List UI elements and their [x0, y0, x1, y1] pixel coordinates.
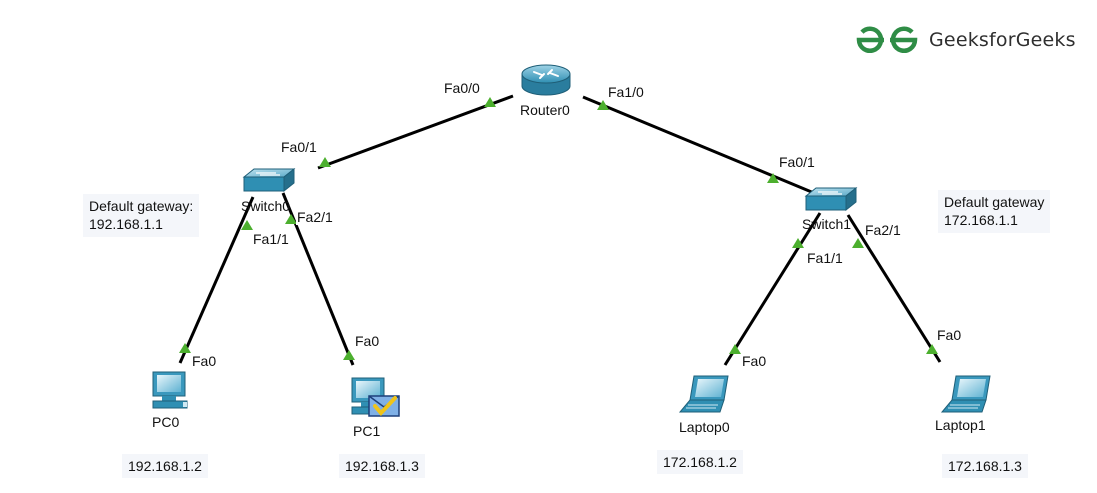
switch1-port-fa1-1-label: Fa1/1: [806, 250, 844, 266]
switch0-gateway-ip: 192.168.1.1: [89, 216, 163, 232]
switch1-gateway-note: Default gateway 172.168.1.1: [938, 190, 1051, 233]
switch1-gateway-label: Default gateway: [944, 194, 1045, 210]
link-switch0-pc0[interactable]: [178, 196, 255, 364]
router-port-fa1-0-label: Fa1/0: [608, 84, 644, 100]
port-up-indicator: [597, 100, 609, 110]
laptop1-ip-address: 172.168.1.3: [942, 454, 1028, 478]
laptop-icon[interactable]: [678, 375, 729, 413]
router-name-label: Router0: [520, 102, 570, 118]
pc0-name-label: PC0: [152, 414, 180, 430]
pc0-port-label: Fa0: [192, 353, 217, 369]
envelope-check-icon: [368, 395, 400, 417]
link-switch1-laptop0[interactable]: [723, 212, 822, 366]
switch0-gateway-label: Default gateway:: [89, 198, 194, 214]
switch-icon[interactable]: [242, 167, 296, 193]
port-up-indicator: [343, 350, 355, 360]
port-up-indicator: [179, 343, 191, 353]
laptop0-ip-address: 172.168.1.2: [657, 450, 743, 474]
port-up-indicator: [767, 173, 779, 183]
laptop0-port-label: Fa0: [742, 353, 767, 369]
link-router-switch0[interactable]: [317, 94, 514, 170]
port-up-indicator: [484, 97, 496, 107]
port-up-indicator: [852, 238, 864, 248]
pc1-port-label: Fa0: [355, 333, 380, 349]
pc0-ip-address: 192.168.1.2: [122, 454, 208, 478]
port-up-indicator: [926, 344, 938, 354]
laptop0-name-label: Laptop0: [679, 419, 730, 435]
laptop1-port-label: Fa0: [937, 327, 962, 343]
port-indicators: [179, 97, 938, 360]
port-up-indicator: [792, 238, 804, 248]
switch0-name-label: Switch0: [241, 198, 291, 214]
port-up-indicator: [241, 220, 253, 230]
router-icon[interactable]: [521, 64, 571, 96]
port-up-indicator: [285, 214, 297, 224]
switch1-name-label: Switch1: [802, 216, 852, 232]
desktop-pc-icon[interactable]: [152, 371, 188, 409]
brand-name: GeeksforGeeks: [929, 29, 1076, 51]
switch1-uplink-port-label: Fa0/1: [779, 154, 815, 170]
pc1-name-label: PC1: [353, 423, 381, 439]
gfg-logo-icon: [856, 26, 918, 53]
port-up-indicator: [729, 344, 741, 354]
geeksforgeeks-logo: GeeksforGeeks: [855, 22, 1076, 58]
link-router-switch1[interactable]: [582, 95, 815, 195]
switch-icon[interactable]: [804, 186, 858, 212]
link-switch1-laptop1[interactable]: [846, 214, 942, 363]
laptop1-name-label: Laptop1: [935, 417, 986, 433]
router-port-fa0-0-label: Fa0/0: [444, 80, 480, 96]
pc1-ip-address: 192.168.1.3: [339, 454, 425, 478]
switch0-port-fa1-1-label: Fa1/1: [252, 231, 290, 247]
laptop-icon[interactable]: [940, 375, 991, 413]
port-up-indicator: [319, 157, 331, 167]
switch0-port-fa2-1-label: Fa2/1: [296, 209, 334, 225]
switch1-gateway-ip: 172.168.1.1: [944, 212, 1018, 228]
switch0-gateway-note: Default gateway: 192.168.1.1: [83, 194, 200, 237]
switch0-uplink-port-label: Fa0/1: [281, 139, 317, 155]
switch1-port-fa2-1-label: Fa2/1: [864, 222, 902, 238]
